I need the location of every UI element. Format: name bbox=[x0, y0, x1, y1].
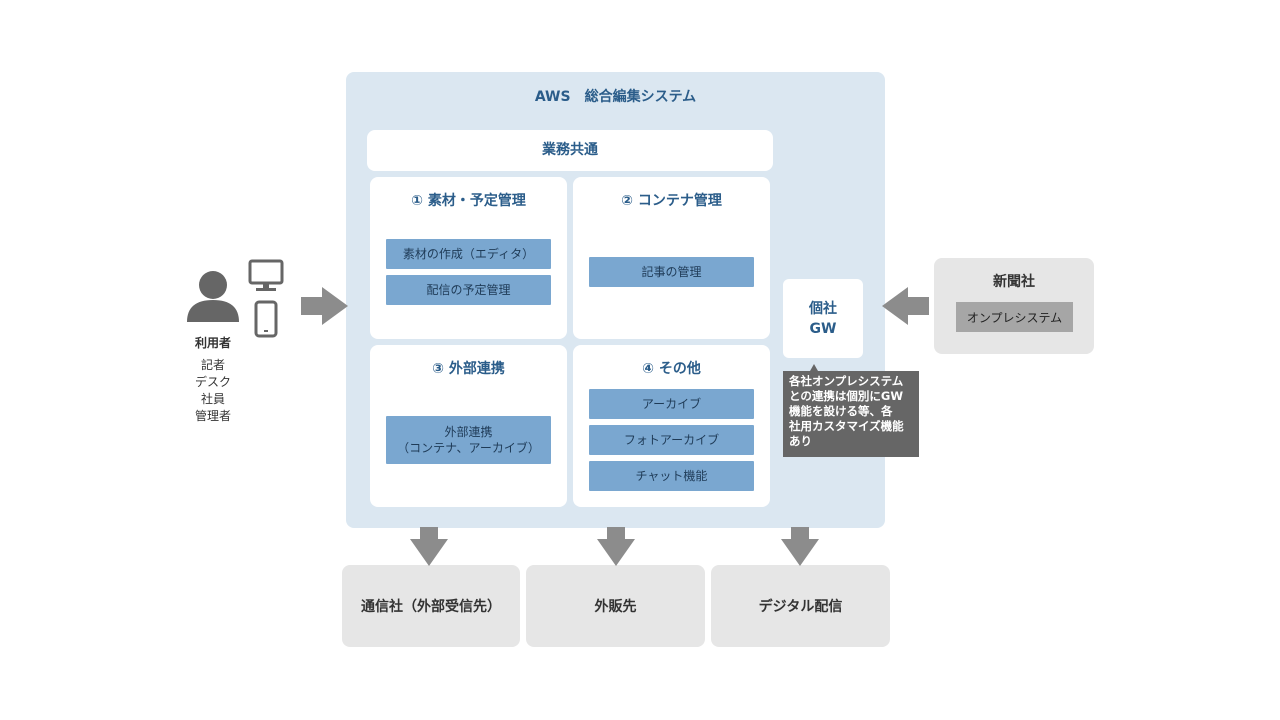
note-pointer bbox=[810, 364, 818, 371]
external-link-button-line1: 外部連携 bbox=[444, 425, 493, 439]
user-role: 記者 bbox=[200, 358, 225, 372]
aws-system-title: AWS 総合編集システム bbox=[534, 89, 697, 105]
note-line: 各社オンプレシステム bbox=[789, 374, 904, 388]
schedule-management-button[interactable]: 配信の予定管理 bbox=[386, 275, 551, 305]
note-line: 社用カスタマイズ機能 bbox=[789, 419, 904, 433]
user-role: 管理者 bbox=[194, 409, 231, 423]
arrow-down-icon bbox=[781, 527, 819, 566]
output-news-agency: 通信社（外部受信先） bbox=[342, 565, 520, 647]
article-management-button[interactable]: 記事の管理 bbox=[589, 257, 754, 287]
gateway-line2: GW bbox=[809, 320, 837, 337]
chat-function-button[interactable]: チャット機能 bbox=[589, 461, 754, 491]
user-role: 社員 bbox=[200, 392, 225, 406]
user-role: デスク bbox=[194, 375, 231, 389]
output-digital-distribution-label: デジタル配信 bbox=[758, 599, 843, 615]
arrow-left-icon bbox=[882, 287, 929, 325]
external-link-button-line2: （コンテナ、アーカイブ） bbox=[397, 441, 540, 455]
output-news-agency-label: 通信社（外部受信先） bbox=[361, 599, 501, 615]
create-material-button[interactable]: 素材の作成（エディタ） bbox=[386, 239, 551, 269]
on-premise-system-button[interactable]: オンプレシステム bbox=[956, 302, 1073, 332]
output-external-sales: 外販先 bbox=[526, 565, 705, 647]
gateway-line1: 個社 bbox=[809, 300, 837, 317]
note-line: との連携は個別にGW bbox=[789, 389, 904, 403]
archive-button[interactable]: アーカイブ bbox=[589, 389, 754, 419]
tablet-icon bbox=[254, 300, 278, 338]
section-materials-schedule-title: ① 素材・予定管理 bbox=[411, 193, 526, 209]
arrow-down-icon bbox=[597, 527, 635, 566]
monitor-icon bbox=[248, 259, 284, 291]
company-gateway-box: 個社 GW bbox=[783, 279, 863, 358]
arrow-down-icon bbox=[410, 527, 448, 566]
user-label: 利用者 bbox=[194, 336, 231, 350]
newspaper-title: 新聞社 bbox=[993, 274, 1035, 290]
note-line: あり bbox=[789, 434, 812, 448]
common-panel: 業務共通 bbox=[367, 130, 773, 171]
gateway-note: 各社オンプレシステム との連携は個別にGW 機能を設ける等、各 社用カスタマイズ… bbox=[783, 371, 919, 457]
output-digital-distribution: デジタル配信 bbox=[711, 565, 890, 647]
section-container-management-title: ② コンテナ管理 bbox=[621, 193, 722, 209]
arrow-right-icon bbox=[301, 287, 348, 325]
section-other-title: ④ その他 bbox=[642, 361, 701, 377]
photo-archive-button[interactable]: フォトアーカイブ bbox=[589, 425, 754, 455]
section-external-link-title: ③ 外部連携 bbox=[432, 361, 505, 377]
person-icon bbox=[187, 271, 239, 322]
output-external-sales-label: 外販先 bbox=[594, 599, 637, 615]
note-line: 機能を設ける等、各 bbox=[789, 404, 893, 418]
external-link-button[interactable]: 外部連携 （コンテナ、アーカイブ） bbox=[386, 416, 551, 464]
common-panel-title: 業務共通 bbox=[542, 142, 598, 158]
